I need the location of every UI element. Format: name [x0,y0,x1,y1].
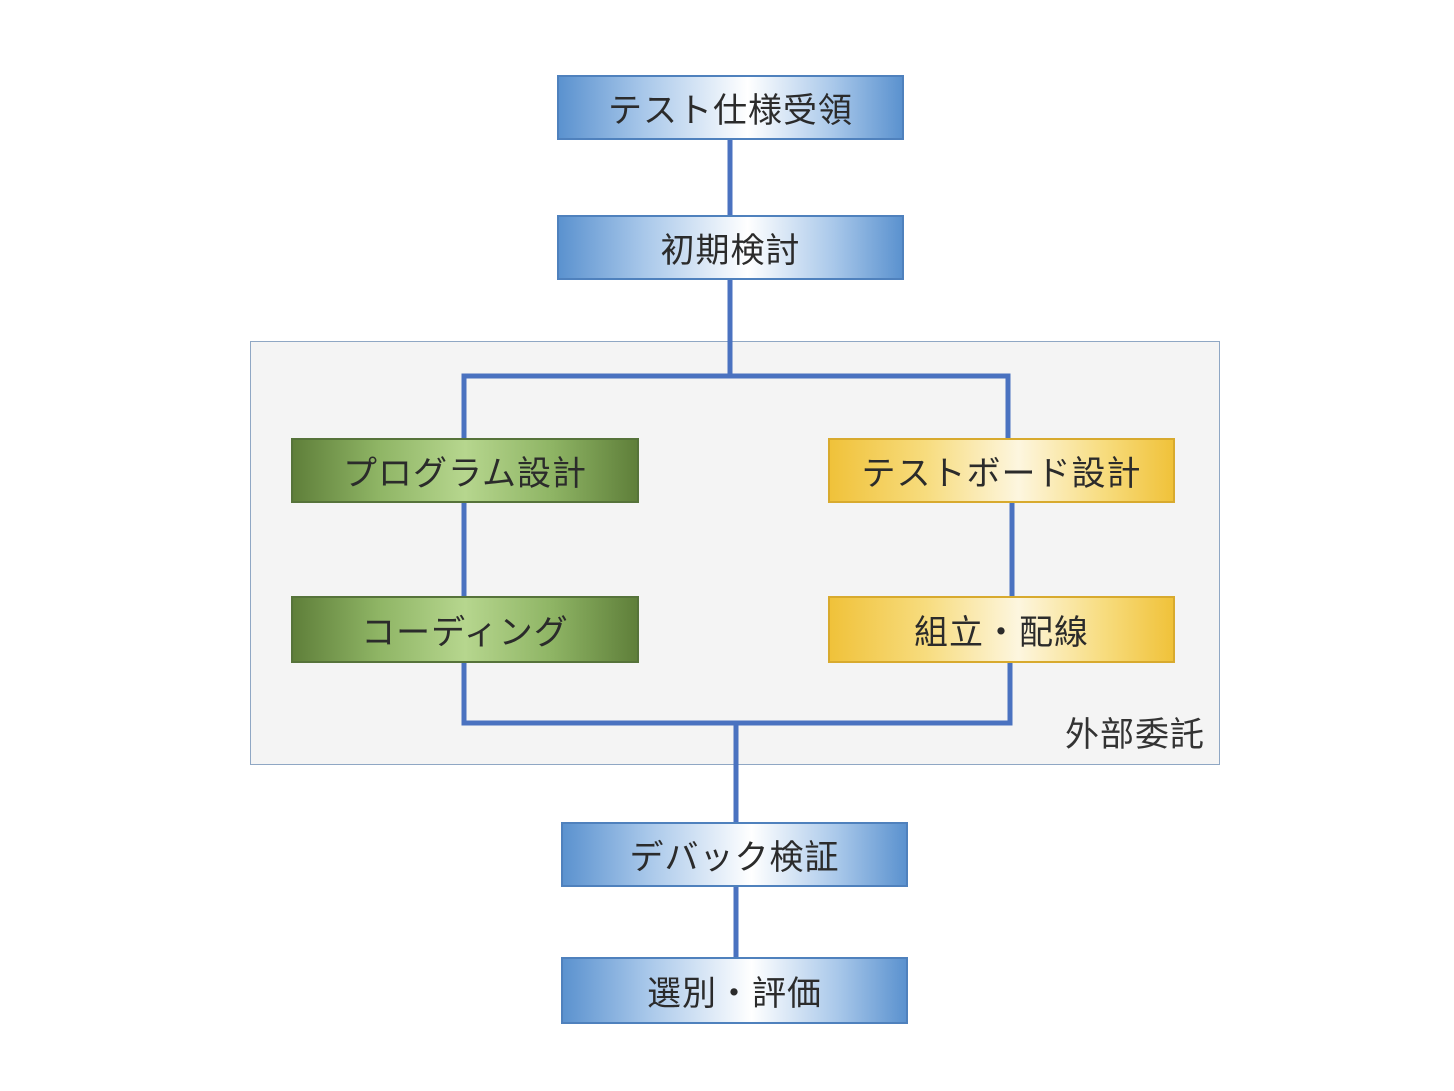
node-test-spec-receipt: テスト仕様受領 [557,75,904,140]
outsourcing-group-label: 外部委託 [1065,715,1205,755]
node-program-design: プログラム設計 [291,438,639,503]
node-coding: コーディング [291,596,639,663]
node-debug-verification: デバック検証 [561,822,908,887]
node-assembly-wiring: 組立・配線 [828,596,1175,663]
node-sorting-evaluation: 選別・評価 [561,957,908,1024]
outsourcing-group: 外部委託 [250,341,1220,765]
node-testboard-design: テストボード設計 [828,438,1175,503]
node-initial-review: 初期検討 [557,215,904,280]
